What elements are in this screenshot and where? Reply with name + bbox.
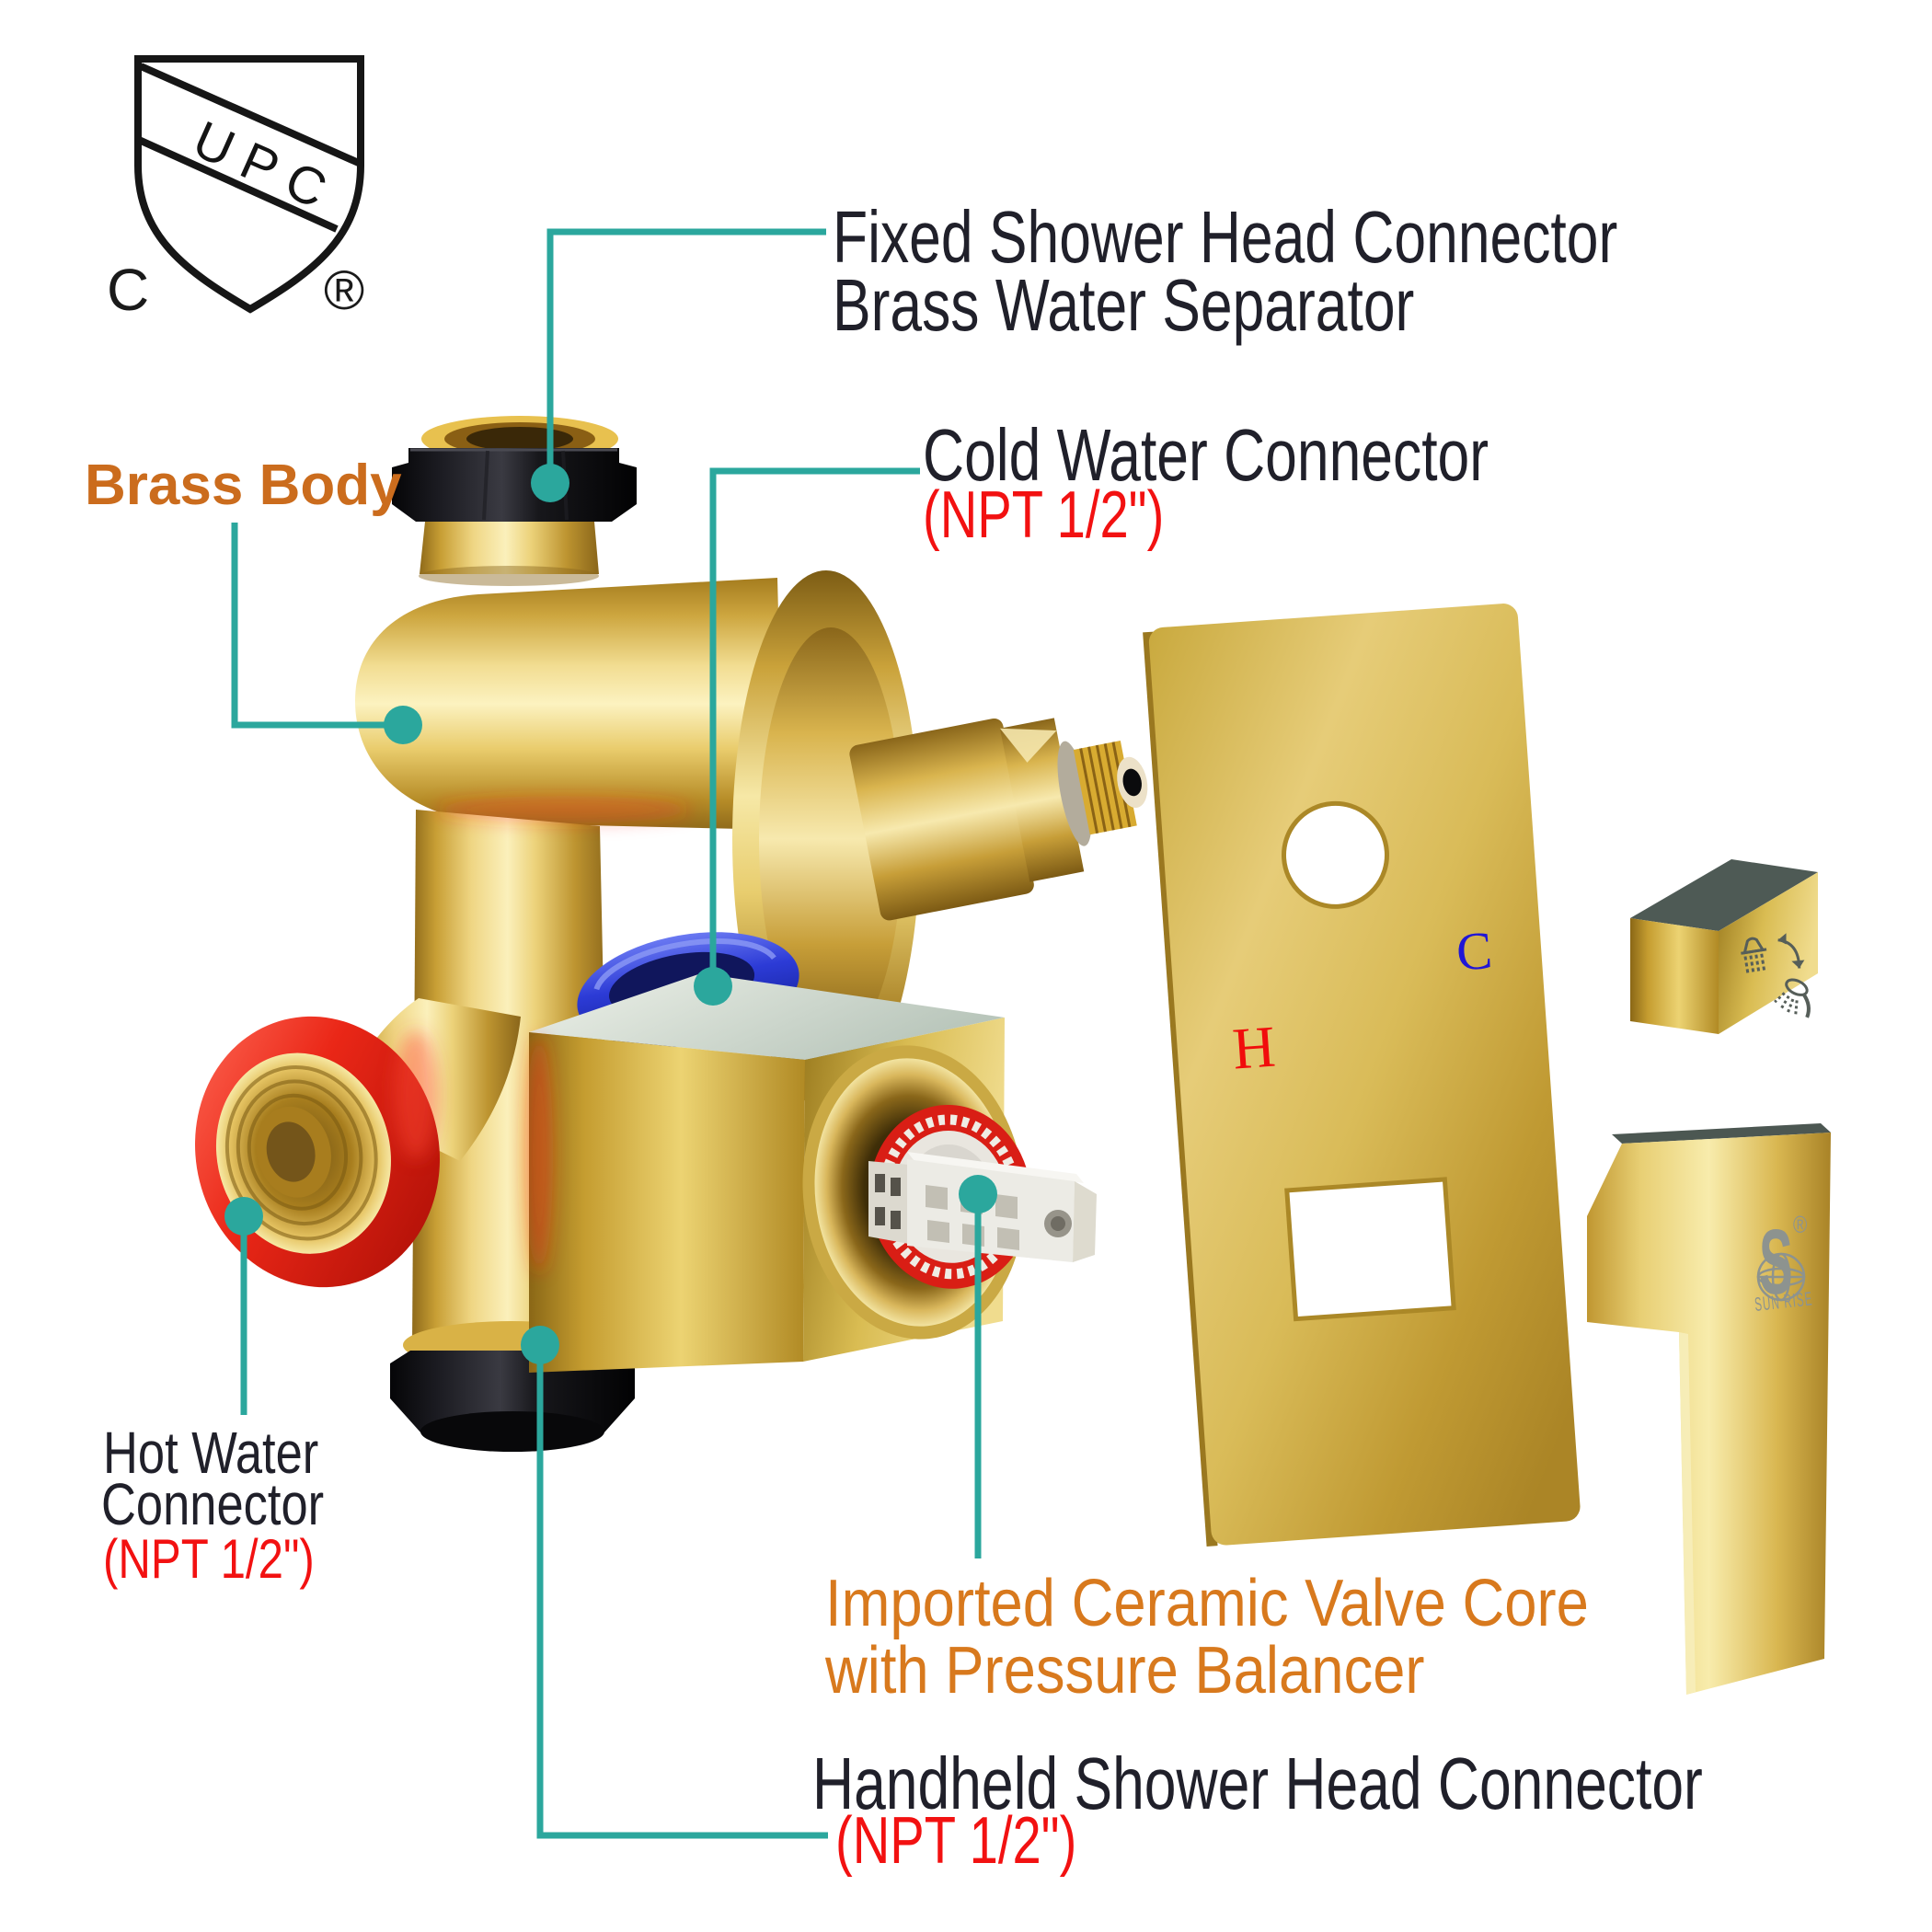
button-top-face xyxy=(1630,859,1818,931)
label-valve-core-line2: with Pressure Balancer xyxy=(825,1634,1425,1708)
cube-front-face xyxy=(529,1032,805,1373)
callout-dot xyxy=(531,464,569,502)
callout-line-cold xyxy=(709,467,920,986)
valve-housing-cube xyxy=(529,973,1097,1373)
stem-cylinder xyxy=(849,718,1034,921)
stem-slot xyxy=(875,1174,885,1192)
spline-ridges xyxy=(1079,742,1132,834)
toggle-arrow-icon xyxy=(1777,933,1805,969)
body-cylinder xyxy=(355,578,784,830)
label-cold-water-title: Cold Water Connector xyxy=(923,414,1489,496)
callout-dot xyxy=(959,1175,997,1213)
brand-letter: S xyxy=(1759,1212,1793,1315)
label-handheld-title: Handheld Shower Head Connector xyxy=(812,1742,1703,1824)
callout-dots xyxy=(224,464,997,1364)
stem-top-face xyxy=(907,1152,1084,1183)
trim-plate: H C xyxy=(1143,604,1581,1547)
stem-round-hole-inner xyxy=(1051,1216,1065,1231)
callout-dot xyxy=(384,706,422,744)
fixed-shower-icon xyxy=(1741,937,1767,973)
diverter-button xyxy=(1630,859,1818,1034)
stem-chamfer xyxy=(999,728,1057,763)
label-handheld-spec: (NPT 1/2") xyxy=(835,1804,1077,1878)
cartridge-stem xyxy=(868,1152,1097,1262)
label-hot-water-line1: Hot Water xyxy=(103,1420,319,1486)
callout-line-brass-body xyxy=(231,523,403,729)
plate-hot-mark: H xyxy=(1230,1014,1277,1082)
valve-body xyxy=(195,416,1148,1452)
registered-mark-icon: ® xyxy=(324,259,364,321)
stem-slot xyxy=(891,1178,901,1196)
stem-end-face xyxy=(1073,1181,1097,1262)
label-fixed-shower-line1: Fixed Shower Head Connector xyxy=(833,196,1618,278)
neck-seam xyxy=(419,566,599,586)
handle-edge-highlight xyxy=(1679,1332,1696,1695)
plate-face xyxy=(1148,604,1581,1546)
callout-line-fixed xyxy=(546,228,826,483)
stem-hex xyxy=(999,718,1085,882)
top-neck xyxy=(420,522,599,574)
stem-slot xyxy=(875,1207,885,1225)
fixed-connector-nut xyxy=(392,448,637,522)
plate-cold-mark: C xyxy=(1455,920,1494,983)
bottom-nut-rim xyxy=(420,1411,604,1452)
cold-ring-highlight xyxy=(593,938,776,991)
label-valve-core-line1: Imported Ceramic Valve Core xyxy=(825,1567,1589,1640)
button-left-face xyxy=(1630,918,1719,1034)
red-reflections xyxy=(394,796,692,1274)
handheld-shower-icon xyxy=(1774,978,1811,1018)
cert-country-letter: C xyxy=(107,257,149,323)
callout-lines xyxy=(231,228,982,1839)
cupc-shield-icon: UPC C ® xyxy=(107,55,364,323)
nut-facet xyxy=(482,450,489,521)
button-right-face xyxy=(1719,872,1818,1034)
callout-dot xyxy=(521,1326,559,1364)
plate-square-hole xyxy=(1284,1177,1456,1322)
handle-lever: S ® SUN RISE xyxy=(1587,1123,1831,1695)
shield-outline xyxy=(134,55,364,314)
handle-body xyxy=(1587,1133,1831,1695)
callout-line-handheld xyxy=(536,1345,828,1839)
handle-brand-logo: S ® SUN RISE xyxy=(1754,1212,1813,1316)
callout-dot xyxy=(694,967,732,1006)
stem-washer xyxy=(1057,741,1092,846)
stem-slot xyxy=(891,1211,901,1229)
brand-registered-mark: ® xyxy=(1793,1212,1807,1238)
hot-threads xyxy=(224,1064,378,1241)
shield-band-bottom xyxy=(137,136,339,233)
stem-inner xyxy=(868,1161,909,1244)
label-fixed-shower-line2: Brass Water Separator xyxy=(833,264,1415,346)
label-brass-body: Brass Body xyxy=(85,454,402,517)
label-hot-water-line2: Connector xyxy=(101,1471,325,1537)
handle-top-face xyxy=(1612,1123,1831,1144)
label-cold-water-spec: (NPT 1/2") xyxy=(923,478,1165,552)
label-hot-water-spec: (NPT 1/2") xyxy=(103,1528,315,1590)
cube-top-face xyxy=(529,973,1005,1060)
hot-bore-deep xyxy=(266,1121,316,1182)
handheld-connector-nut xyxy=(390,1351,635,1433)
top-lip-bore xyxy=(466,427,573,451)
callout-dot xyxy=(224,1197,263,1236)
plate-round-hole xyxy=(1281,800,1389,909)
diverter-stem xyxy=(849,718,1148,921)
stem-hole xyxy=(1122,768,1142,797)
shield-band-top xyxy=(139,63,362,167)
globe-icon xyxy=(1756,1252,1806,1302)
stem-flange-inner xyxy=(759,627,903,1051)
